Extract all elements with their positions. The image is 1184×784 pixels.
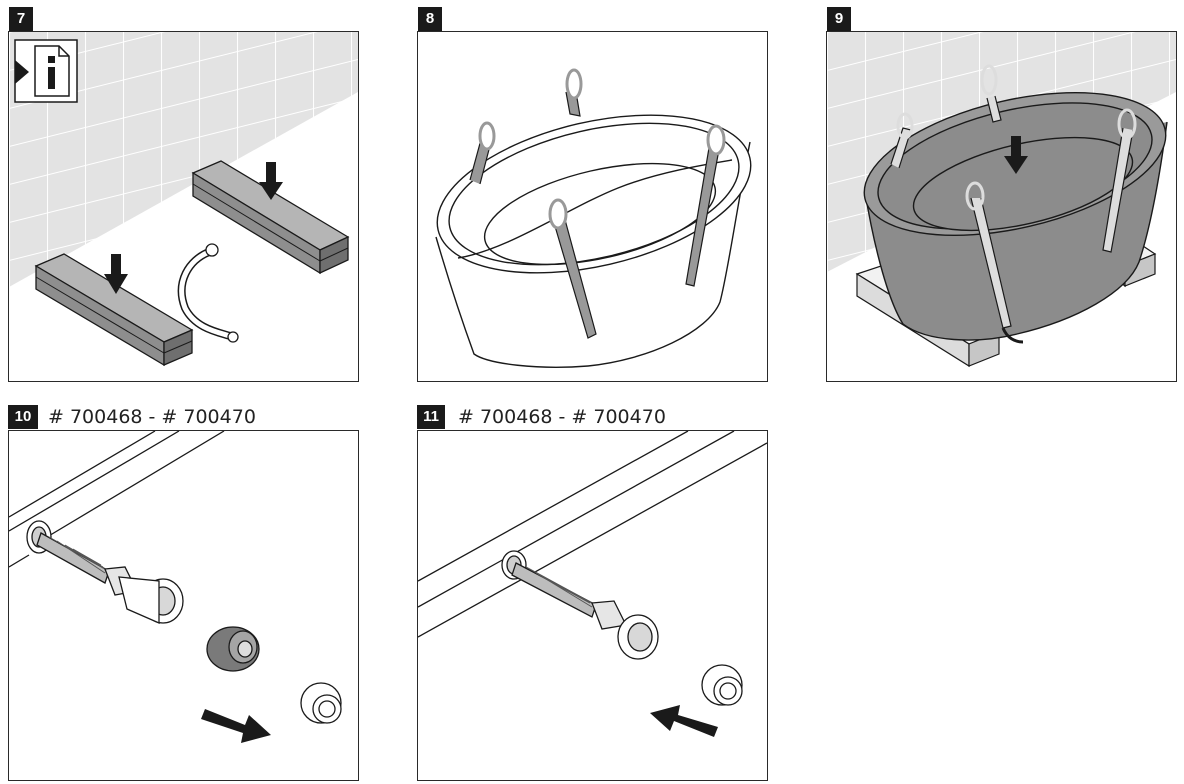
step-11-part-numbers: # 700468 - # 700470 <box>458 406 666 428</box>
step-8-illustration <box>417 31 768 382</box>
step-7-illustration <box>8 31 359 382</box>
tiled-wall <box>9 32 358 287</box>
down-arrow-icon <box>1004 136 1028 174</box>
cap-light <box>701 664 743 706</box>
right-arrow-icon <box>201 709 271 743</box>
bathtub-rim <box>418 431 767 638</box>
step-11-illustration <box>417 430 768 781</box>
drain-fitting <box>26 520 184 624</box>
left-arrow-icon <box>650 705 718 737</box>
flexible-hose <box>177 243 239 343</box>
down-arrow-icon <box>259 162 283 200</box>
cap-dark <box>206 626 260 672</box>
step-11-number: 11 <box>417 405 445 429</box>
wood-block-lower <box>34 253 194 367</box>
bathtub-rim <box>9 431 225 568</box>
step-10-part-numbers: # 700468 - # 700470 <box>48 406 256 428</box>
step-10-illustration <box>8 430 359 781</box>
wood-block-upper <box>191 160 350 275</box>
info-manual-icon <box>14 39 78 103</box>
step-7-number: 7 <box>9 7 33 31</box>
lifting-straps <box>890 64 1137 329</box>
bathtub <box>435 114 752 368</box>
step-9-illustration <box>826 31 1177 382</box>
down-arrow-icon <box>104 254 128 294</box>
flexible-hose <box>1001 327 1024 344</box>
drain-fitting <box>501 550 659 660</box>
cap-light <box>300 682 342 724</box>
step-9-number: 9 <box>827 7 851 31</box>
step-8-number: 8 <box>418 7 442 31</box>
lifting-straps <box>469 68 726 339</box>
step-10-number: 10 <box>8 405 38 429</box>
